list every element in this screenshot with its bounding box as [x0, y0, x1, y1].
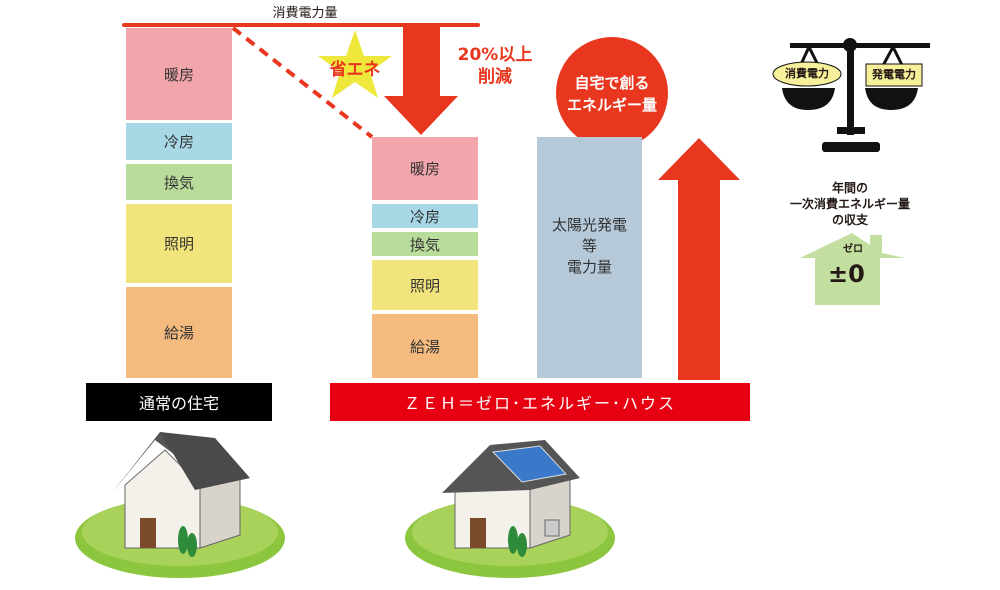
- balance-line3: の収支: [831, 213, 868, 227]
- balance-title: 年間の 一次消費エネルギー量 の収支: [770, 180, 930, 228]
- normal-segment-lighting: 照明: [126, 204, 232, 283]
- solar-line2: 等: [581, 237, 597, 255]
- reduction-label: 20%以上 削減: [450, 44, 540, 88]
- reduction-word: 削減: [478, 67, 512, 87]
- consumption-line: [122, 23, 480, 27]
- solar-power-column: 太陽光発電 等 電力量: [537, 137, 642, 378]
- zeh-segment-heating: 暖房: [372, 137, 478, 200]
- circle-line2: エネルギー量: [566, 96, 657, 114]
- zero-value: ±0: [828, 260, 865, 288]
- zeh-segment-lighting: 照明: [372, 260, 478, 310]
- zeh-segment-cooling: 冷房: [372, 204, 478, 228]
- normal-segment-ventilation: 換気: [126, 164, 232, 200]
- zero-ruby: ゼロ: [843, 244, 863, 255]
- normal-house-illustration: [75, 432, 285, 578]
- star-label: 省エネ: [329, 60, 381, 80]
- solar-panel-icon: [491, 445, 567, 483]
- solar-line3: 電力量: [566, 258, 612, 276]
- solar-line1: 太陽光発電: [551, 216, 627, 234]
- reduction-dashed-line: [231, 26, 374, 139]
- scale-icon: [772, 38, 930, 152]
- star-icon: [318, 30, 392, 98]
- normal-segment-cooling: 冷房: [126, 123, 232, 160]
- balance-line2: 一次消費エネルギー量: [789, 197, 910, 211]
- created-energy-circle: [556, 37, 668, 149]
- normal-segment-heating: 暖房: [126, 28, 232, 120]
- normal-house-label: 通常の住宅: [86, 383, 272, 421]
- scale-right-label: 発電電力: [872, 68, 916, 81]
- top-label: 消費電力量: [272, 6, 338, 21]
- zeh-house-illustration: [405, 440, 615, 578]
- down-arrow-icon: [384, 26, 458, 135]
- zeh-label-bar: ＺＥＨ＝ゼロ･エネルギー･ハウス: [330, 383, 750, 421]
- normal-segment-hot-water: 給湯: [126, 287, 232, 378]
- zeh-segment-ventilation: 換気: [372, 232, 478, 256]
- balance-line1: 年間の: [831, 181, 868, 195]
- reduction-percent: 20%以上: [457, 45, 533, 65]
- scale-left-label: 消費電力: [785, 67, 829, 80]
- circle-label: 自宅で創る エネルギー量: [556, 72, 668, 116]
- balance-house-icon: [800, 233, 905, 305]
- circle-line1: 自宅で創る: [574, 74, 650, 92]
- zeh-segment-hot-water: 給湯: [372, 314, 478, 378]
- up-arrow-icon: [658, 138, 740, 380]
